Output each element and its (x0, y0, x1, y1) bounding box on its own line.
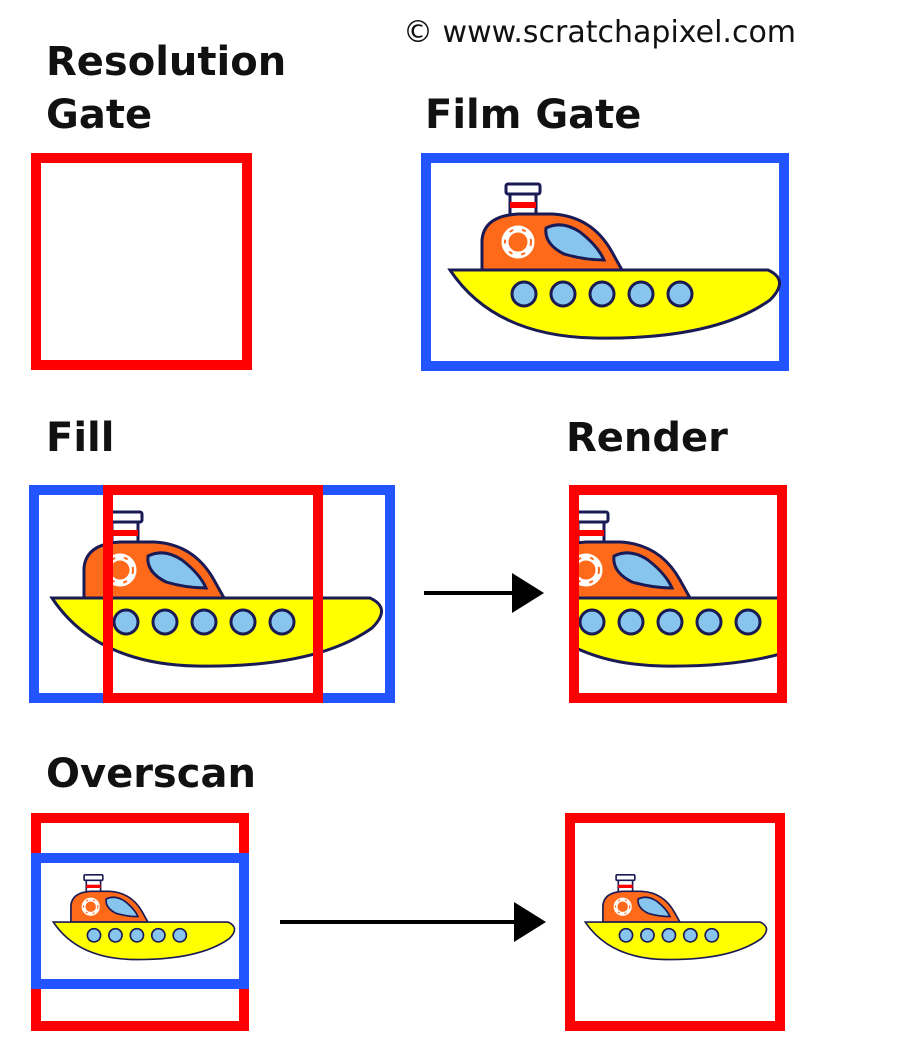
resolution-gate-rect (31, 153, 252, 370)
label-resolution-gate-line2: Gate (46, 92, 152, 138)
ship-icon (450, 184, 780, 338)
fill-render-rect (569, 485, 787, 703)
film-gate-rect (421, 153, 789, 371)
label-overscan: Overscan (46, 751, 256, 797)
ship-icon (52, 512, 382, 666)
ship-icon (583, 872, 769, 962)
label-render: Render (566, 415, 728, 461)
overscan-render-rect (565, 813, 785, 1031)
label-fill: Fill (46, 415, 114, 461)
label-film-gate: Film Gate (425, 92, 641, 138)
copyright-text: © www.scratchapixel.com (403, 15, 796, 50)
label-resolution-gate-line1: Resolution (46, 39, 286, 85)
ship-icon (518, 512, 848, 666)
fill-resolution-gate-rect (103, 485, 323, 703)
ship-icon (51, 872, 237, 962)
overscan-film-gate-rect (31, 853, 249, 989)
